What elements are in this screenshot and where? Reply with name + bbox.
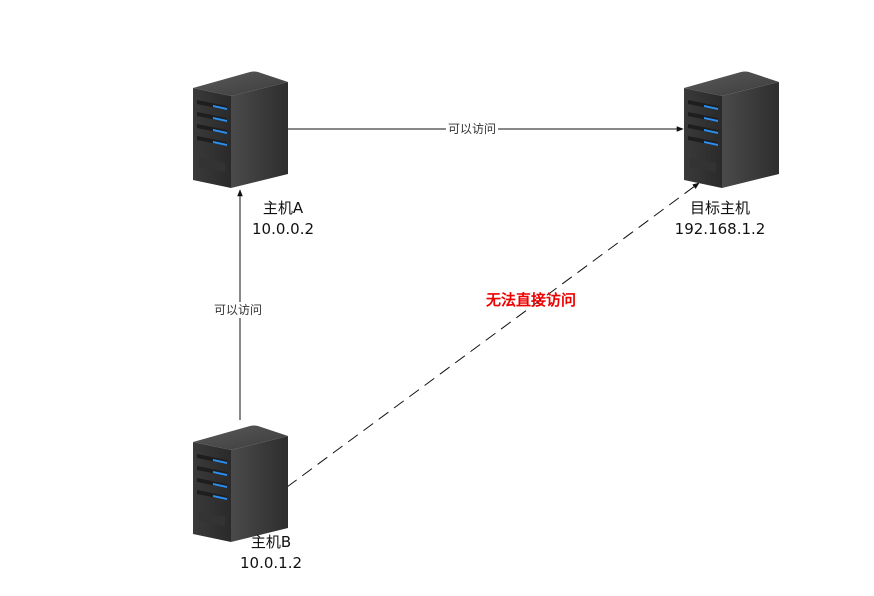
- host-b-label: 主机B 10.0.1.2: [216, 532, 326, 574]
- edge-b-to-target-label: 无法直接访问: [486, 291, 577, 309]
- server-tower-icon-host-b: [193, 425, 288, 542]
- host-b-name: 主机B: [250, 533, 292, 551]
- host-b-ip: 10.0.1.2: [239, 554, 303, 572]
- edge-b-to-a-label: 可以访问: [212, 302, 265, 318]
- edge-b-to-target: [286, 182, 700, 488]
- host-a-name: 主机A: [262, 199, 304, 217]
- host-a-ip: 10.0.0.2: [251, 220, 315, 238]
- server-tower-icon-target: [684, 71, 779, 188]
- target-host-name: 目标主机: [689, 199, 750, 217]
- server-tower-icon-host-a: [193, 71, 288, 188]
- host-a-label: 主机A 10.0.0.2: [228, 198, 338, 240]
- target-host-label: 目标主机 192.168.1.2: [660, 198, 780, 240]
- target-host-ip: 192.168.1.2: [674, 220, 766, 238]
- edge-a-to-target-label: 可以访问: [446, 121, 499, 137]
